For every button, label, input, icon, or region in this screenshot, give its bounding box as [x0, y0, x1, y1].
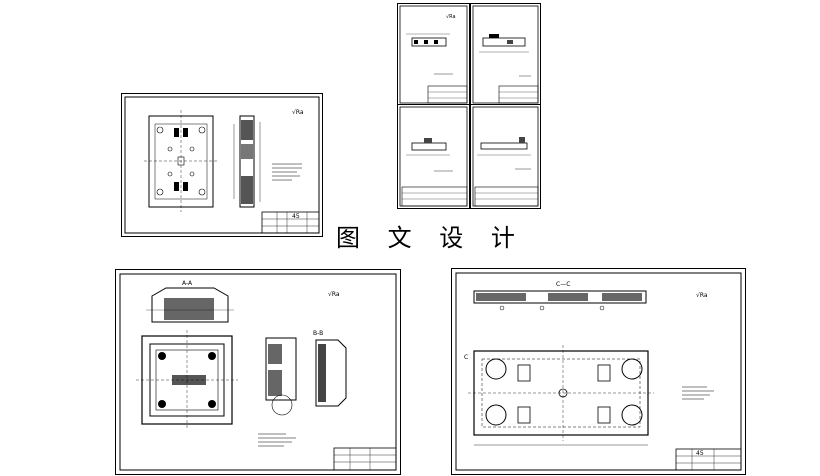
svg-text:√Ra: √Ra — [292, 109, 304, 116]
svg-text:√Ra: √Ra — [696, 292, 708, 299]
title-block-number: 45 — [696, 450, 704, 457]
section-label: C—C — [556, 281, 571, 288]
mold-base-drawing: √Ra — [119, 273, 397, 471]
section-label: A-A — [182, 280, 193, 287]
drawing-sheet-bottom-right[interactable]: √Ra C—C C 45 — [451, 268, 746, 475]
drawing-sheet-top-left[interactable]: √Ra 45 — [121, 93, 323, 237]
part-drawing — [472, 5, 539, 104]
drawing-sheet-top-right-4[interactable] — [470, 104, 541, 209]
drawing-sheet-top-right-3[interactable] — [397, 104, 470, 209]
mold-plate-drawing: √Ra — [124, 96, 320, 234]
mold-plate-section-drawing: √Ra — [455, 272, 742, 471]
part-drawing — [399, 106, 468, 207]
section-label: B-B — [313, 330, 324, 337]
part-drawing: √Ra — [399, 5, 468, 104]
title-block-number: 45 — [292, 213, 300, 220]
part-drawing — [472, 106, 539, 207]
drawing-sheet-top-right-2[interactable] — [470, 3, 541, 106]
svg-text:√Ra: √Ra — [446, 14, 456, 20]
caption: 图 文 设 计 — [336, 224, 525, 252]
drawing-sheet-top-right-1[interactable]: √Ra — [397, 3, 470, 106]
drawing-sheet-bottom-left[interactable]: √Ra A-A B-B — [115, 269, 401, 475]
section-marker: C — [464, 354, 469, 361]
svg-text:√Ra: √Ra — [328, 291, 340, 298]
